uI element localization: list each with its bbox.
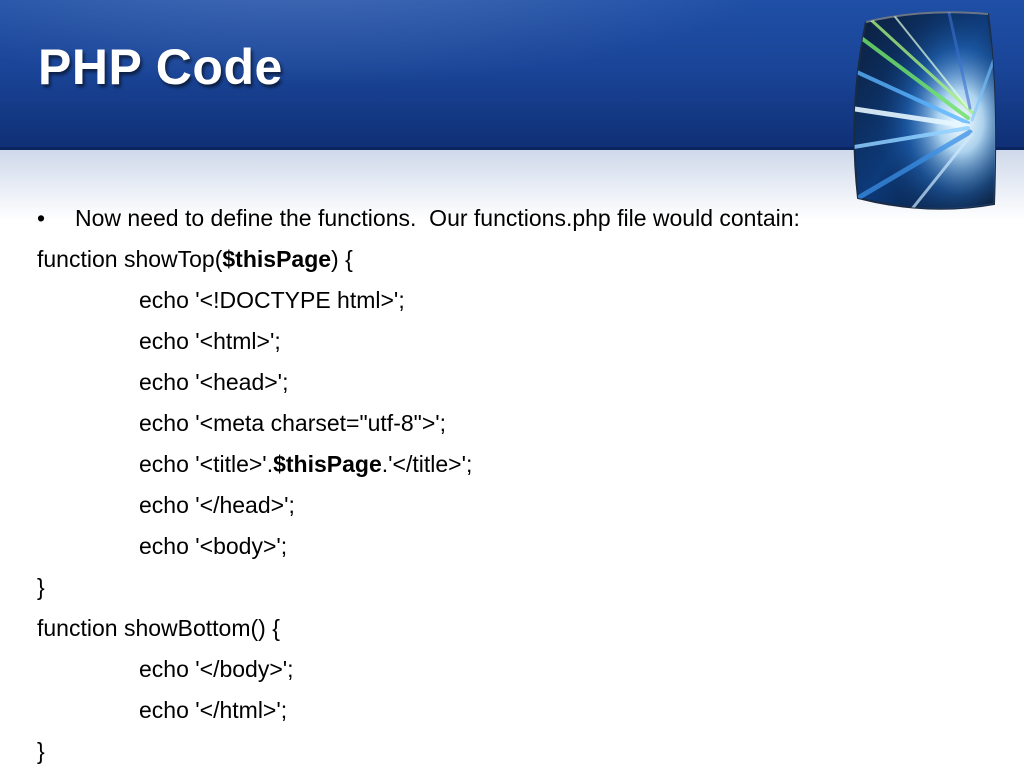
slide-body: • Now need to define the functions. Our f… xyxy=(37,198,997,772)
code-line: echo '</html>'; xyxy=(139,697,288,723)
code-line: echo '</body>'; xyxy=(139,656,294,682)
slide-title: PHP Code xyxy=(38,39,283,95)
code-line: echo '<!DOCTYPE html>'; xyxy=(139,287,405,313)
light-streak-cube-graphic xyxy=(853,11,997,210)
code-line: echo '<html>'; xyxy=(139,328,281,354)
code-line: echo '</head>'; xyxy=(139,492,295,518)
bullet-item: • Now need to define the functions. Our f… xyxy=(37,198,997,239)
header-fade xyxy=(0,150,1024,220)
bullet-text: Now need to define the functions. Our fu… xyxy=(75,205,800,231)
code-line: echo '<head>'; xyxy=(139,369,289,395)
code-line-title: echo '<title>'.$thisPage.'</title>'; xyxy=(37,444,997,485)
code-line-close-2: } xyxy=(37,738,45,764)
code-text: .'</title>'; xyxy=(381,451,473,477)
header-sheen xyxy=(0,0,1024,150)
code-variable: $thisPage xyxy=(273,451,382,477)
bullet-marker: • xyxy=(37,205,46,231)
code-param: $thisPage xyxy=(222,246,332,272)
code-text: function showTop( xyxy=(37,246,223,272)
code-line-fn1-open: function showTop($thisPage) { xyxy=(37,239,997,280)
code-text: echo '<title>'. xyxy=(139,451,274,477)
slide-header xyxy=(0,0,1024,150)
code-line-close: } xyxy=(37,574,45,600)
code-line: echo '<body>'; xyxy=(139,533,288,559)
code-line: echo '<meta charset="utf-8">'; xyxy=(139,410,447,436)
code-line-fn2-open: function showBottom() { xyxy=(37,615,280,641)
code-text: ) { xyxy=(331,246,353,272)
